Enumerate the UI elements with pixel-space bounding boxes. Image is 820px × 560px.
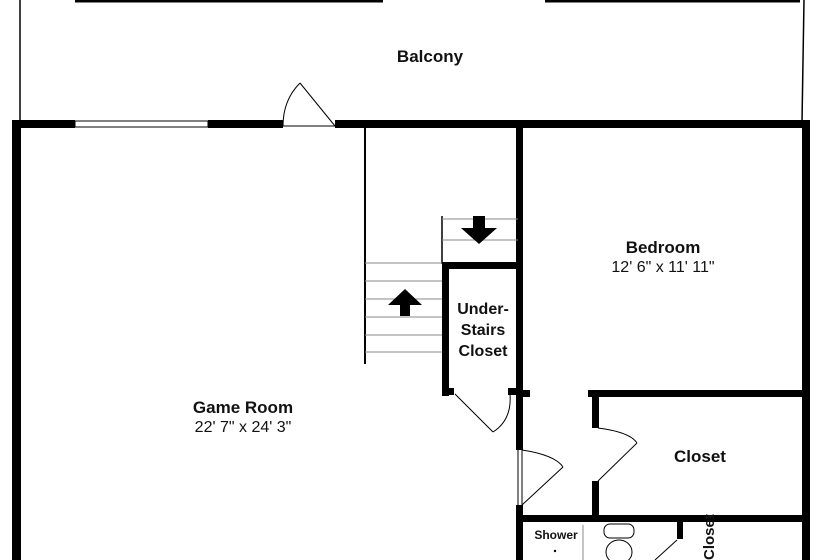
bath-closet-label: Closet: [701, 514, 718, 560]
toilet-tank: [603, 523, 635, 539]
under-stairs-closet-door[interactable]: [454, 393, 511, 433]
hall-door[interactable]: [521, 449, 564, 506]
closet-door[interactable]: [597, 427, 638, 482]
label-line: Under-: [457, 301, 509, 318]
window-game-room: [74, 120, 209, 128]
stair-up-arrow-icon: [388, 289, 422, 316]
bath-door[interactable]: [654, 539, 678, 560]
stair-down-arrow-icon: [461, 216, 497, 244]
hall-door-frame: [517, 426, 523, 508]
under-stairs-closet-label: Under- Stairs Closet: [449, 299, 517, 362]
toilet-bowl-icon: [605, 539, 633, 560]
balcony-right-rail: [801, 0, 805, 123]
walls: [12, 120, 810, 560]
balcony-label: Balcony: [396, 47, 464, 66]
closet-label: Closet: [674, 447, 726, 466]
balcony-door-swing[interactable]: [282, 82, 336, 127]
label-line: Stairs: [460, 322, 506, 339]
shower-label: Shower: [534, 528, 578, 542]
bedroom-name: Bedroom: [625, 238, 701, 257]
game-room-dimensions: 22' 7" x 24' 3": [194, 419, 292, 436]
bedroom-dimensions: 12' 6" x 11' 11": [611, 259, 715, 276]
game-room-name: Game Room: [192, 398, 294, 417]
shower-drain-icon: [553, 549, 557, 553]
game-room-label: Game Room 22' 7" x 24' 3": [143, 398, 343, 438]
label-line: Closet: [458, 343, 508, 360]
bedroom-label: Bedroom 12' 6" x 11' 11": [563, 238, 763, 278]
